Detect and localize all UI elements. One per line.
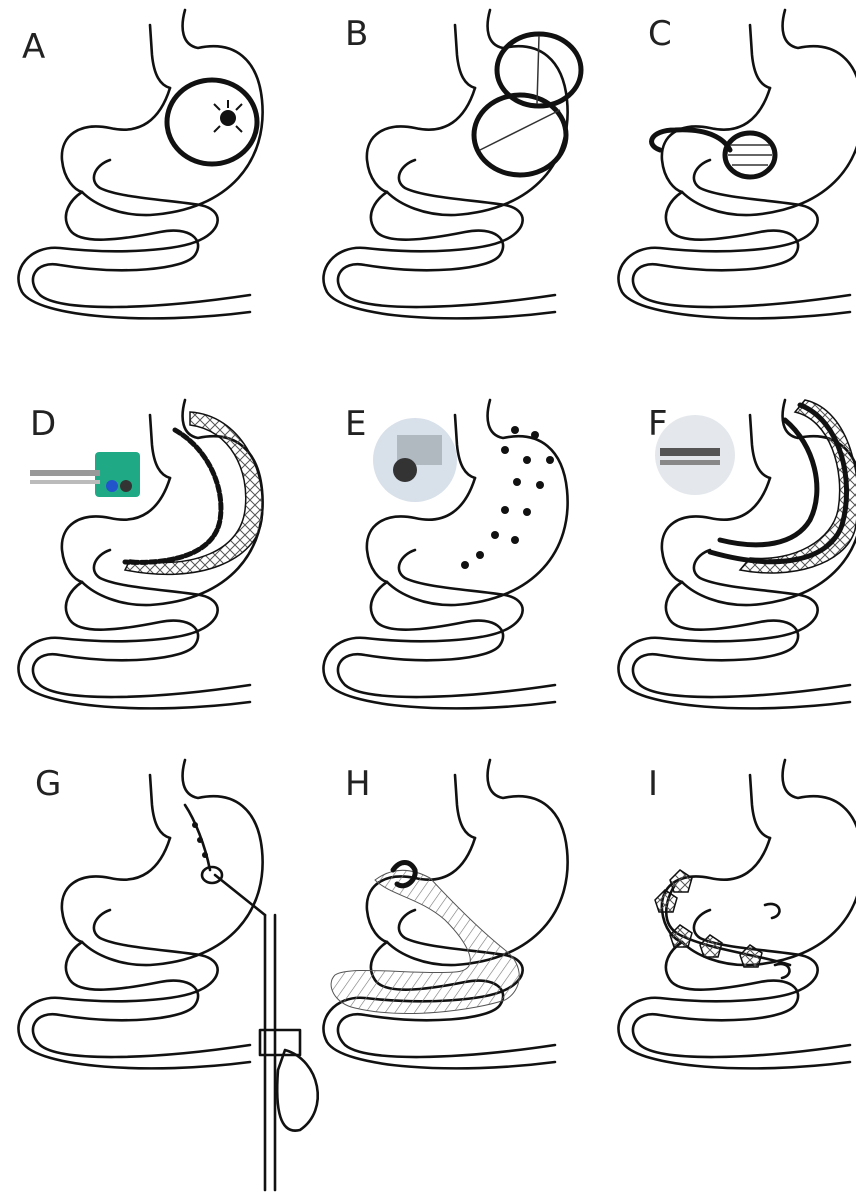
panel-g: G [18, 760, 317, 1190]
aspiration-tube-internal [185, 805, 210, 870]
balloon-valve-icon [220, 110, 236, 126]
panel-a: A [18, 10, 262, 318]
panel-c: C [618, 10, 856, 318]
duodenal-liner [331, 870, 519, 1013]
panel-label-b: B [345, 14, 368, 54]
endoscopic-device-icon [655, 415, 735, 495]
intragastric-balloon [167, 80, 257, 164]
balloon-lower [474, 95, 566, 175]
panel-f: F [618, 400, 856, 708]
stapler-device-icon [30, 452, 140, 497]
drain-bag [277, 1050, 318, 1131]
suturing-device-icon [373, 418, 457, 502]
panel-label-e: E [345, 404, 366, 444]
panel-label-i: I [648, 764, 658, 804]
gastrostomy-port [202, 867, 222, 883]
panel-b: B [323, 10, 581, 318]
panel-label-g: G [35, 764, 61, 804]
panel-label-c: C [648, 14, 672, 54]
staple-line [125, 430, 221, 562]
suture-points [461, 426, 554, 569]
panel-label-a: A [22, 27, 45, 67]
panel-d: D [18, 400, 262, 708]
panel-i: I [618, 760, 856, 1068]
panel-e: E [323, 400, 567, 708]
panel-label-h: H [345, 764, 371, 804]
panel-h: H [323, 760, 567, 1068]
panel-label-d: D [30, 404, 56, 444]
magnetic-anastomosis-path [666, 885, 790, 965]
